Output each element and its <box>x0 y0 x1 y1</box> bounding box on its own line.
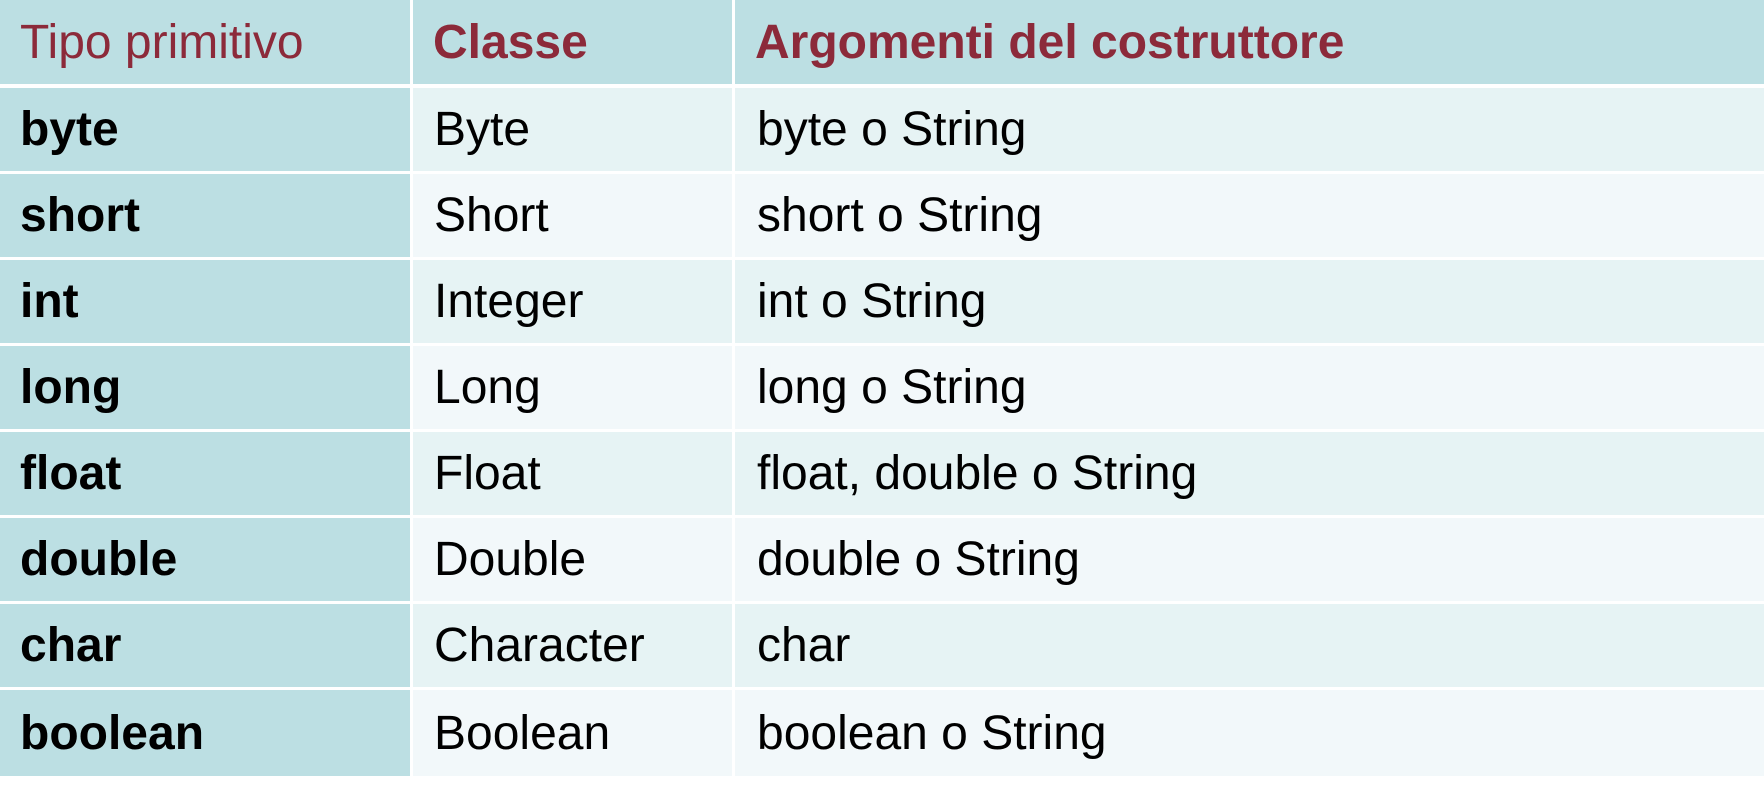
primitive-type-cell: boolean <box>0 690 410 776</box>
table-row: byte Byte byte o String <box>0 88 1764 174</box>
class-cell: Character <box>410 604 732 687</box>
header-constructor-arguments: Argomenti del costruttore <box>732 0 1764 84</box>
table-row: int Integer int o String <box>0 260 1764 346</box>
class-cell: Long <box>410 346 732 429</box>
constructor-arguments-cell: float, double o String <box>732 432 1764 515</box>
header-class: Classe <box>410 0 732 84</box>
class-cell: Float <box>410 432 732 515</box>
table-row: short Short short o String <box>0 174 1764 260</box>
primitive-type-cell: int <box>0 260 410 343</box>
class-cell: Byte <box>410 88 732 171</box>
primitive-type-cell: long <box>0 346 410 429</box>
class-cell: Boolean <box>410 690 732 776</box>
primitive-type-cell: byte <box>0 88 410 171</box>
class-cell: Integer <box>410 260 732 343</box>
constructor-arguments-cell: boolean o String <box>732 690 1764 776</box>
primitive-type-cell: float <box>0 432 410 515</box>
constructor-arguments-cell: char <box>732 604 1764 687</box>
table-row: char Character char <box>0 604 1764 690</box>
class-cell: Double <box>410 518 732 601</box>
table-row: double Double double o String <box>0 518 1764 604</box>
primitive-type-cell: short <box>0 174 410 257</box>
class-cell: Short <box>410 174 732 257</box>
primitive-type-cell: double <box>0 518 410 601</box>
constructor-arguments-cell: short o String <box>732 174 1764 257</box>
table-header-row: Tipo primitivo Classe Argomenti del cost… <box>0 0 1764 88</box>
table-row: float Float float, double o String <box>0 432 1764 518</box>
constructor-arguments-cell: long o String <box>732 346 1764 429</box>
table-row: long Long long o String <box>0 346 1764 432</box>
table-row: boolean Boolean boolean o String <box>0 690 1764 776</box>
constructor-arguments-cell: int o String <box>732 260 1764 343</box>
constructor-arguments-cell: double o String <box>732 518 1764 601</box>
primitive-type-cell: char <box>0 604 410 687</box>
header-primitive-type: Tipo primitivo <box>0 0 410 84</box>
constructor-arguments-cell: byte o String <box>732 88 1764 171</box>
